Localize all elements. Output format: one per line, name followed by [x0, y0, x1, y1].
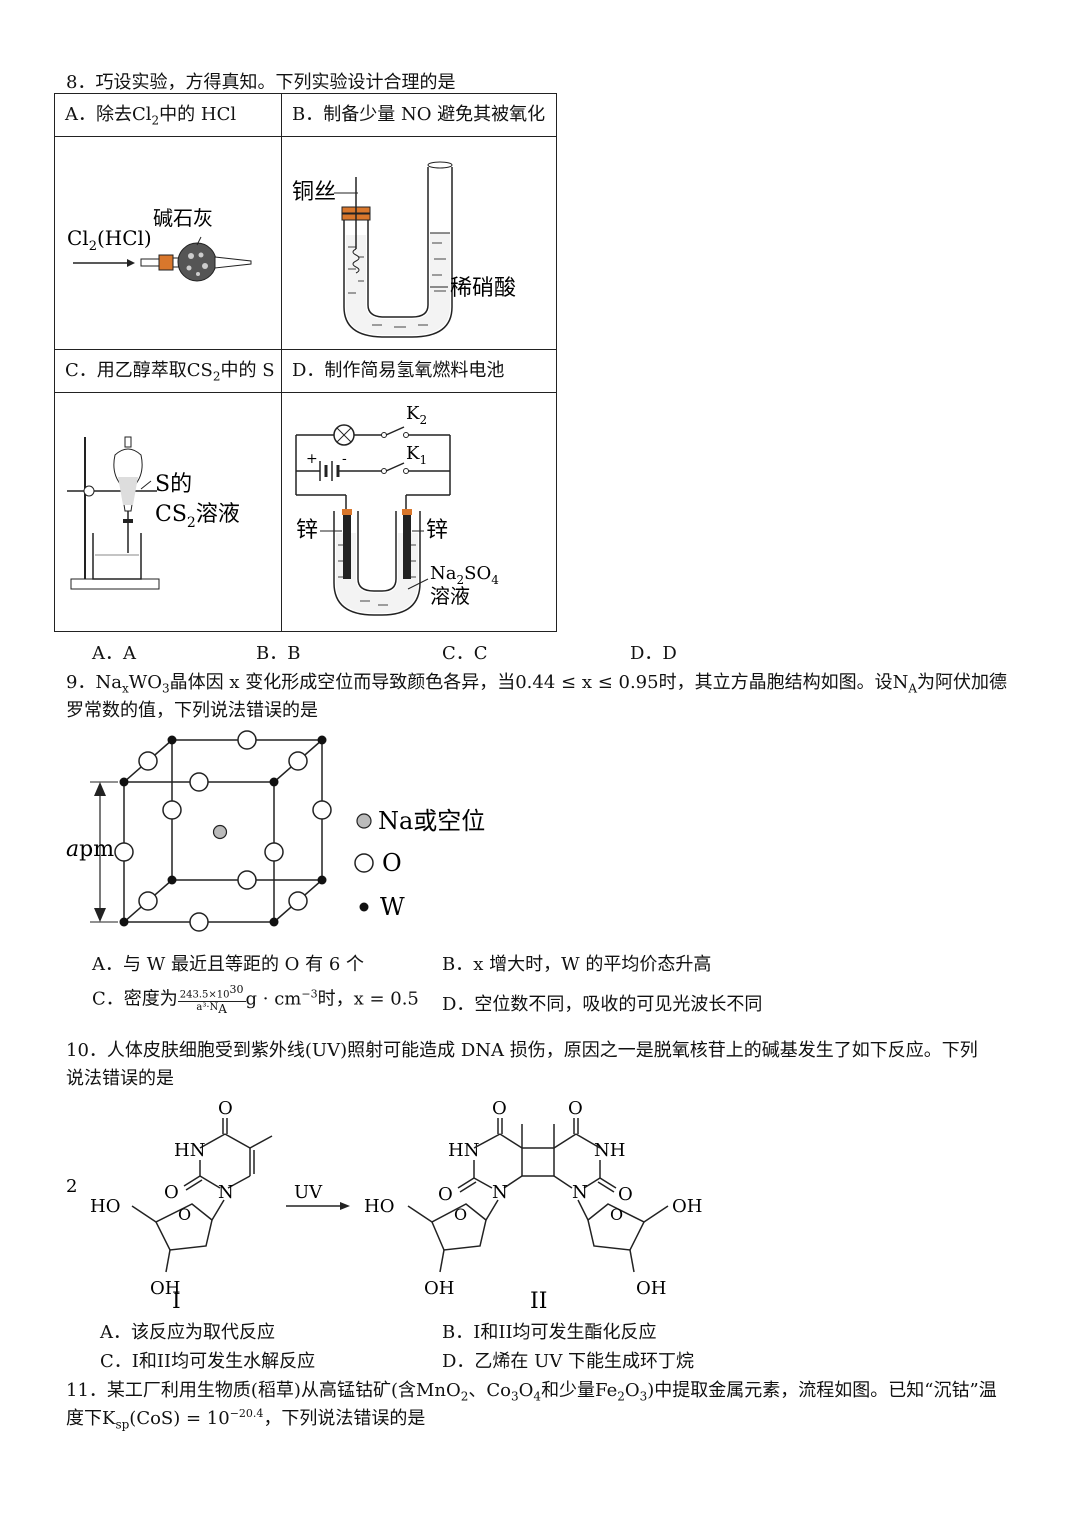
- q11-stem-line2: 度下Ksp(CoS) = 10−20.4，下列说法错误的是: [66, 1407, 426, 1432]
- svg-text:CS2溶液: CS2溶液: [155, 502, 240, 531]
- q8-cell-b-head: B．制备少量 NO 避免其被氧化: [281, 93, 557, 137]
- q8-options-table: A．除去Cl2中的 HCl B．制备少量 NO 避免其被氧化 Cl2(HCl): [54, 93, 557, 632]
- svg-text:O: O: [610, 1205, 623, 1224]
- q9-stem-line2: 罗常数的值，下列说法错误的是: [66, 700, 318, 721]
- q8-option-a[interactable]: A．A: [92, 643, 136, 664]
- svg-text:K2: K2: [406, 403, 427, 427]
- q9-stem-line1: 9．NaxWO3晶体因 x 变化形成空位而导致颜色各异，当0.44 ≤ x ≤ …: [66, 672, 1007, 696]
- svg-text:NH: NH: [594, 1140, 625, 1161]
- svg-text:OH: OH: [636, 1278, 666, 1299]
- svg-text:N: N: [572, 1182, 588, 1203]
- q9-option-b[interactable]: B．x 增大时，W 的平均价态升高: [442, 954, 712, 975]
- svg-text:Na2SO4: Na2SO4: [430, 563, 499, 587]
- svg-text:碱石灰: 碱石灰: [153, 206, 213, 230]
- svg-text:锌: 锌: [296, 518, 318, 543]
- svg-text:O: O: [454, 1205, 467, 1224]
- q8-cell-a-head: A．除去Cl2中的 HCl: [54, 93, 282, 137]
- separatory-funnel-diagram: S的 CS2溶液: [67, 436, 240, 590]
- svg-text:O: O: [382, 849, 402, 877]
- q8-cell-a-figure: Cl2(HCl) 碱石灰: [54, 136, 282, 350]
- fuel-cell-circuit-diagram: K2 + - K1: [295, 403, 499, 616]
- svg-text:稀硝酸: 稀硝酸: [450, 276, 516, 301]
- svg-text:II: II: [530, 1289, 547, 1314]
- q10-option-a[interactable]: A．该反应为取代反应: [100, 1322, 275, 1343]
- q11-stem-line1: 11．某工厂利用生物质(稻草)从高锰钴矿(含MnO2、Co3O4和少量Fe2O3…: [66, 1380, 997, 1404]
- svg-text:-: -: [342, 451, 347, 467]
- svg-text:HO: HO: [364, 1196, 394, 1217]
- svg-text:Cl2(HCl): Cl2(HCl): [67, 226, 152, 254]
- q10-option-b[interactable]: B．I和II均可发生酯化反应: [442, 1322, 657, 1343]
- svg-text:W: W: [380, 893, 405, 921]
- q10-stem-line1: 10．人体皮肤细胞受到紫外线(UV)照射可能造成 DNA 损伤，原因之一是脱氧核…: [66, 1040, 978, 1061]
- svg-text:O: O: [492, 1098, 507, 1119]
- svg-text:I: I: [172, 1289, 181, 1314]
- svg-text:OH: OH: [672, 1196, 702, 1217]
- q8-cell-c-head: C．用乙醇萃取CS2中的 S: [54, 349, 282, 393]
- svg-text:铜丝: 铜丝: [292, 180, 336, 205]
- q8-cell-d-figure: K2 + - K1: [281, 392, 557, 632]
- svg-text:2: 2: [66, 1176, 77, 1197]
- svg-text:N: N: [218, 1182, 234, 1203]
- drying-tube-diagram: Cl2(HCl) 碱石灰: [67, 206, 252, 282]
- q8-cell-b-figure: 铜丝: [281, 136, 557, 350]
- q9-option-a[interactable]: A．与 W 最近且等距的 O 有 6 个: [92, 954, 365, 975]
- svg-text:溶液: 溶液: [430, 584, 470, 608]
- svg-text:O: O: [618, 1184, 633, 1205]
- svg-text:HN: HN: [174, 1140, 205, 1161]
- svg-text:锌: 锌: [426, 518, 448, 543]
- svg-text:O: O: [164, 1182, 179, 1203]
- q8-cell-c-figure: S的 CS2溶液: [54, 392, 282, 632]
- q8-stem: 8．巧设实验，方得真知。下列实验设计合理的是: [66, 72, 456, 93]
- svg-text:OH: OH: [150, 1278, 180, 1299]
- q8-option-c[interactable]: C．C: [442, 643, 488, 664]
- q8-cell-d-head: D．制作简易氢氧燃料电池: [281, 349, 557, 393]
- svg-text:+: +: [306, 451, 318, 467]
- svg-text:S的: S的: [155, 472, 192, 497]
- svg-text:HO: HO: [90, 1196, 120, 1217]
- svg-text:K1: K1: [406, 443, 427, 467]
- unit-cell-diagram: apm Na或空位 O W: [66, 730, 485, 932]
- q8-option-b[interactable]: B．B: [256, 643, 301, 664]
- q10-option-d[interactable]: D．乙烯在 UV 下能生成环丁烷: [442, 1351, 695, 1372]
- svg-text:O: O: [218, 1098, 233, 1119]
- q9-option-d[interactable]: D．空位数不同，吸收的可见光波长不同: [442, 994, 763, 1015]
- u-tube-copper-diagram: 铜丝: [292, 161, 516, 338]
- q10-option-c[interactable]: C．I和II均可发生水解反应: [100, 1351, 316, 1372]
- svg-text:HN: HN: [448, 1140, 479, 1161]
- svg-text:N: N: [492, 1182, 508, 1203]
- svg-text:O: O: [438, 1184, 453, 1205]
- svg-text:apm: apm: [66, 837, 114, 862]
- svg-text:O: O: [568, 1098, 583, 1119]
- q8-option-d[interactable]: D．D: [630, 643, 677, 664]
- q10-stem-line2: 说法错误的是: [66, 1068, 174, 1089]
- svg-text:O: O: [178, 1205, 191, 1224]
- svg-text:Na或空位: Na或空位: [378, 807, 485, 835]
- svg-text:OH: OH: [424, 1278, 454, 1299]
- thymine-dimerization-diagram: 2 O HN O N HO OH O I UV O O: [66, 1098, 702, 1314]
- svg-text:UV: UV: [294, 1182, 323, 1203]
